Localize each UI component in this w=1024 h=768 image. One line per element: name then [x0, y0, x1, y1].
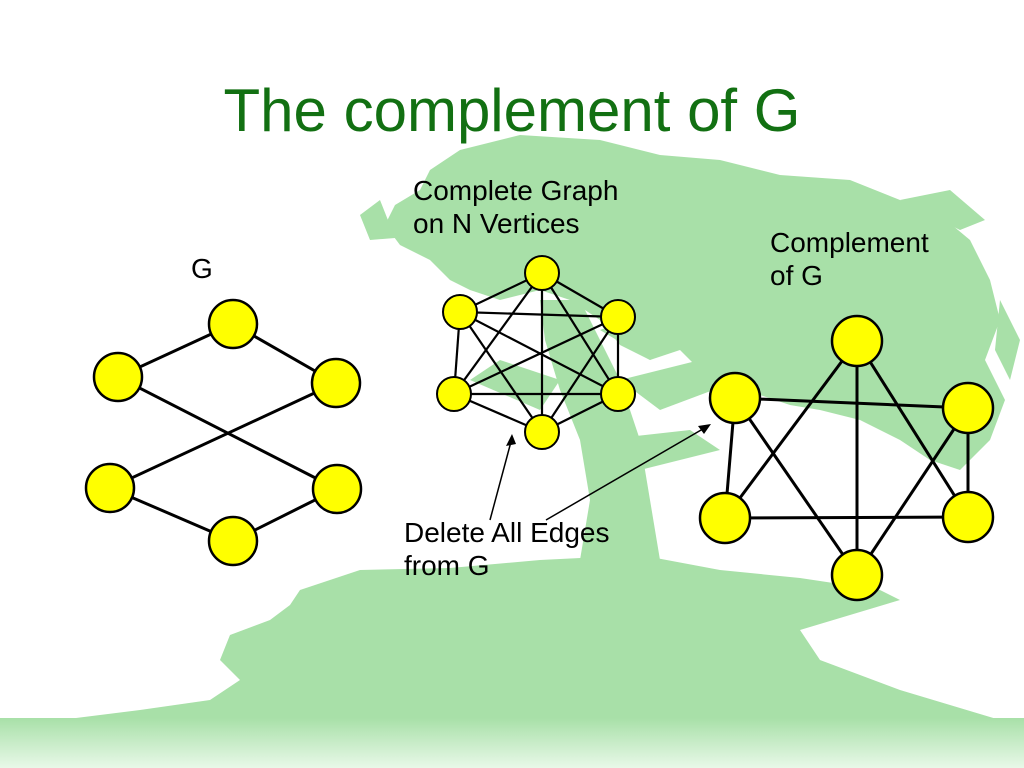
complement-label-line2: of G: [770, 260, 823, 291]
g-vertex-e: [84, 462, 136, 514]
graph-g: [84, 298, 363, 567]
delete-edges-annotation: Delete All Edges from G: [404, 516, 609, 582]
slide-title: The complement of G: [223, 77, 801, 144]
comp-vertex-lower-right: [941, 490, 995, 544]
k-vertex-ul: [442, 294, 478, 330]
arrow-to-complete-graph: [489, 437, 513, 521]
k-vertex-t: [524, 255, 560, 291]
k-vertex-lr: [600, 376, 636, 412]
arrow-to-complement: [545, 425, 709, 521]
complement-label: Complement of G: [770, 226, 929, 292]
g-vertex-b: [92, 351, 144, 403]
complement-label-line1: Complement: [770, 227, 929, 258]
complete-graph: [436, 255, 636, 450]
k-vertex-ur: [600, 299, 636, 335]
complete-graph-label-line2: on N Vertices: [413, 208, 580, 239]
annotation-arrows: [489, 424, 711, 521]
g-vertex-f: [311, 463, 363, 515]
g-vertex-a: [207, 298, 259, 350]
complement-graph: [698, 314, 995, 602]
comp-vertex-right: [941, 381, 995, 435]
complete-graph-label-line1: Complete Graph: [413, 175, 619, 206]
graph-g-label: G: [191, 253, 213, 284]
arrowhead-complete: [506, 434, 516, 446]
comp-vertex-lower-left: [698, 491, 752, 545]
k-vertex-ll: [436, 376, 472, 412]
comp-vertex-left: [708, 371, 762, 425]
comp-vertex-top: [830, 314, 884, 368]
annotation-line1: Delete All Edges: [404, 517, 610, 548]
g-vertex-c: [310, 357, 362, 409]
comp-vertex-bottom: [830, 548, 884, 602]
g-vertex-d: [207, 515, 259, 567]
annotation-line2: from G: [404, 550, 490, 581]
k-vertex-b: [524, 414, 560, 450]
g-edge-c-e: [109, 381, 337, 490]
arrowhead-complement: [698, 424, 711, 434]
complete-graph-label: Complete Graph on N Vertices: [413, 174, 618, 240]
